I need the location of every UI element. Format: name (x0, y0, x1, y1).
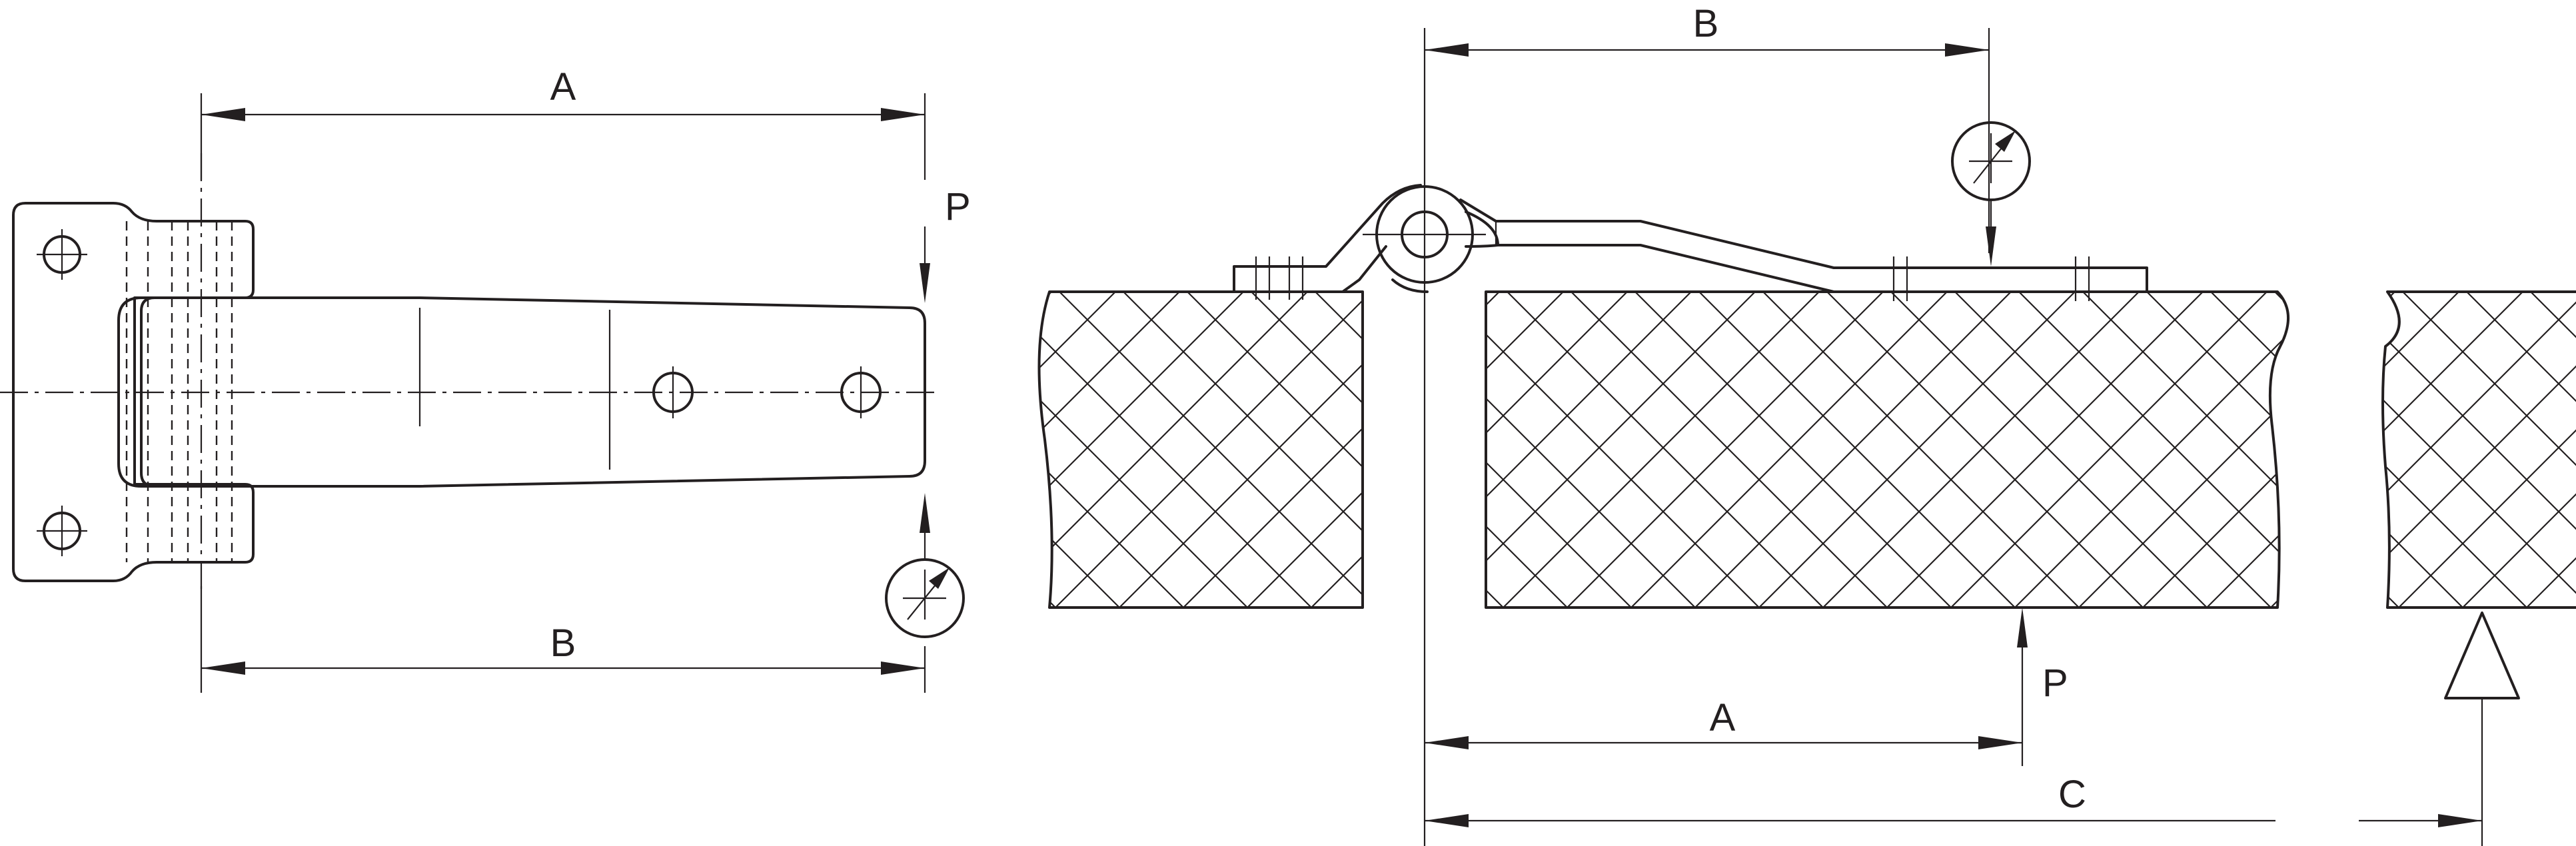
load-arrow-p-right: P (2017, 608, 2068, 705)
dimension-c-label: C (2058, 773, 2086, 816)
dimension-b-right: B (1425, 2, 1990, 253)
dimension-c: C (1425, 773, 2482, 827)
hinge-plan-view: A B P (0, 65, 971, 693)
load-arrow-p: P (920, 185, 971, 303)
section-mounting-leaf (1233, 184, 1429, 300)
dimension-a-right-label: A (1710, 696, 1736, 739)
section-strap (1459, 199, 2148, 301)
load-arrow-top (1986, 200, 1996, 266)
triangle-support-icon (2444, 612, 2520, 846)
load-p-label: P (945, 185, 971, 228)
dimension-b-left: B (200, 586, 926, 693)
force-gauge-icon (1951, 121, 2031, 201)
dimension-b-right-label: B (1693, 2, 1719, 45)
dimension-b-label: B (550, 622, 576, 665)
door-block (1485, 290, 2289, 609)
leaf-hole-top (37, 229, 87, 280)
wall-block-left (1037, 290, 1364, 609)
reaction-arrow (920, 493, 930, 560)
dimension-a-label: A (550, 65, 576, 109)
leaf-hole-bottom (37, 506, 87, 556)
dimension-a-left: A (200, 65, 926, 180)
hinge-section-view: B P A (1037, 2, 2576, 846)
wall-block-right (2381, 290, 2576, 609)
dimension-a-right: A (1425, 693, 2024, 766)
hinge-strap-arm (117, 296, 926, 488)
hinge-mounting-leaf (12, 202, 255, 582)
load-p-right-label: P (2042, 661, 2068, 705)
force-gauge-icon (885, 558, 965, 638)
